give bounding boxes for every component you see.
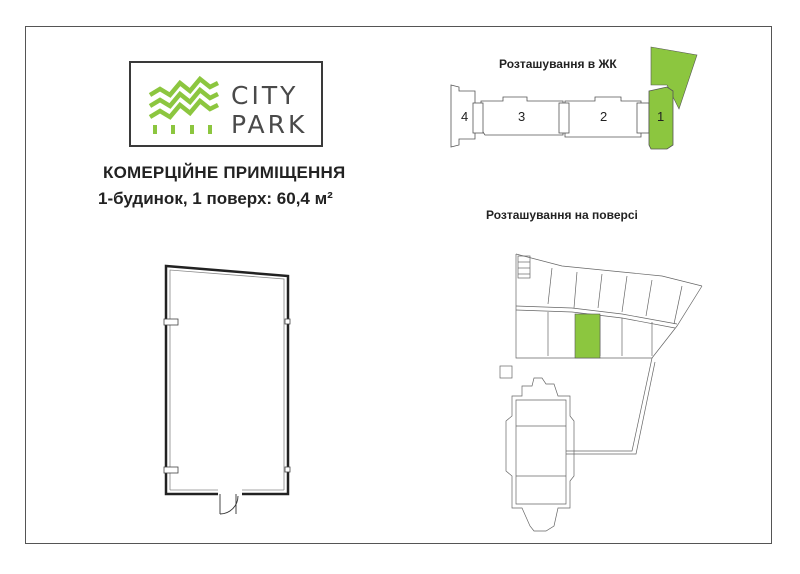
selected-unit-highlight [574, 313, 601, 359]
page-frame [25, 26, 772, 544]
logo-word-park: PARK [231, 110, 308, 139]
unit-inner-wall [169, 269, 285, 491]
unit-floor-plan [163, 264, 291, 515]
building-4-outline [450, 84, 476, 148]
floor-location-label: Розташування на поверсі [486, 208, 638, 222]
door-icon [219, 494, 239, 515]
complex-location-label: Розташування в ЖК [499, 57, 617, 71]
building-number-4: 4 [461, 109, 468, 124]
floor-plan-schematic [499, 253, 703, 532]
unit-subtitle: 1-будинок, 1 поверх: 60,4 м² [98, 189, 333, 208]
page-title: КОМЕРЦІЙНЕ ПРИМІЩЕННЯ [103, 163, 346, 182]
building-2-outline [564, 96, 642, 138]
zigzag-building-icon [148, 75, 220, 134]
logo-word-city: CITY [231, 81, 299, 110]
window-marks [163, 318, 291, 474]
building-number-3: 3 [518, 109, 525, 124]
building-number-1: 1 [657, 109, 664, 124]
building-number-2: 2 [600, 109, 607, 124]
complex-site-plan: 4 3 2 1 [450, 46, 698, 150]
city-park-logo: CITY PARK [129, 61, 323, 147]
unit-outline [164, 264, 290, 496]
building-1-highlight [648, 86, 674, 150]
